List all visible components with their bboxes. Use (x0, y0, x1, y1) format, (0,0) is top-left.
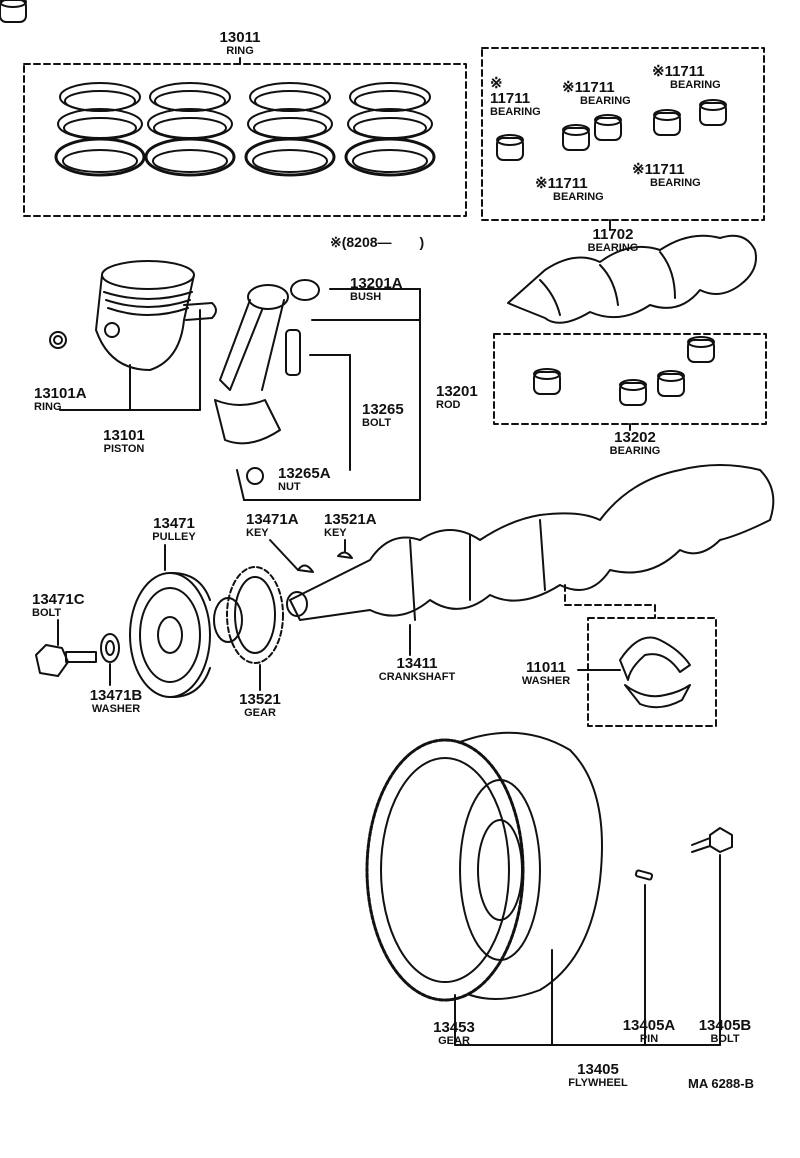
label-pulley-bolt: 13471C BOLT (32, 591, 85, 619)
label-pulley-key: 13471A KEY (246, 511, 299, 539)
flywheel-illustration (365, 731, 603, 1046)
label-pulley-washer: 13471B WASHER (89, 687, 143, 715)
connecting-rod-illustration (214, 279, 421, 501)
label-flywheel: 13405 FLYWHEEL (568, 1061, 628, 1089)
label-rod-nut: 13265A NUT (278, 465, 331, 493)
label-rod: 13201 ROD (436, 383, 478, 411)
label-bearing-b: ※11711 BEARING (562, 79, 631, 107)
label-bearing-d: ※11711 BEARING (632, 161, 701, 189)
label-main-bearing: 11702 BEARING (587, 226, 639, 254)
label-pulley: 13471 PULLEY (152, 515, 196, 543)
label-rod-bearing: 13202 BEARING (609, 429, 661, 457)
diagram-code: MA 6288-B (688, 1076, 754, 1091)
label-bearing-a: ※ 11711 BEARING (490, 75, 541, 118)
label-thrust-washer: 11011 WASHER (521, 659, 571, 687)
pulley-bolt-illustration (35, 619, 120, 686)
piston-illustration (49, 260, 217, 411)
bearing-set-illustration (0, 0, 765, 231)
main-bearing-illustration (507, 234, 757, 324)
crank-gear-illustration (226, 566, 284, 691)
label-rod-bush: 13201A BUSH (350, 275, 403, 303)
label-crank-gear: 13521 GEAR (239, 691, 281, 719)
label-piston: 13101 PISTON (103, 427, 145, 455)
pulley-illustration (129, 544, 243, 699)
flywheel-pin-bolt-illustration (634, 827, 733, 1046)
label-crankshaft: 13411 CRANKSHAFT (378, 655, 456, 683)
label-flywheel-pin: 13405A PIN (622, 1017, 676, 1045)
label-ring-gear: 13453 GEAR (433, 1019, 475, 1047)
label-ring-set: 13011 RING (219, 29, 261, 57)
label-flywheel-bolt: 13405B BOLT (698, 1017, 752, 1045)
label-gear-key: 13521A KEY (324, 511, 377, 539)
label-bearing-c: ※11711 BEARING (652, 63, 721, 91)
label-bearing-e: ※11711 BEARING (535, 175, 604, 203)
rod-bearing-set-illustration (493, 333, 767, 431)
label-rod-bolt: 13265 BOLT (362, 401, 404, 429)
crankshaft-illustration (286, 464, 775, 621)
piston-ring-set-illustration (23, 57, 467, 217)
thrust-washer-illustration (564, 584, 717, 727)
label-piston-ring: 13101A RING (34, 385, 87, 413)
key-illustrations (269, 539, 353, 573)
applicability-note: ※(8208— ) (330, 234, 425, 250)
